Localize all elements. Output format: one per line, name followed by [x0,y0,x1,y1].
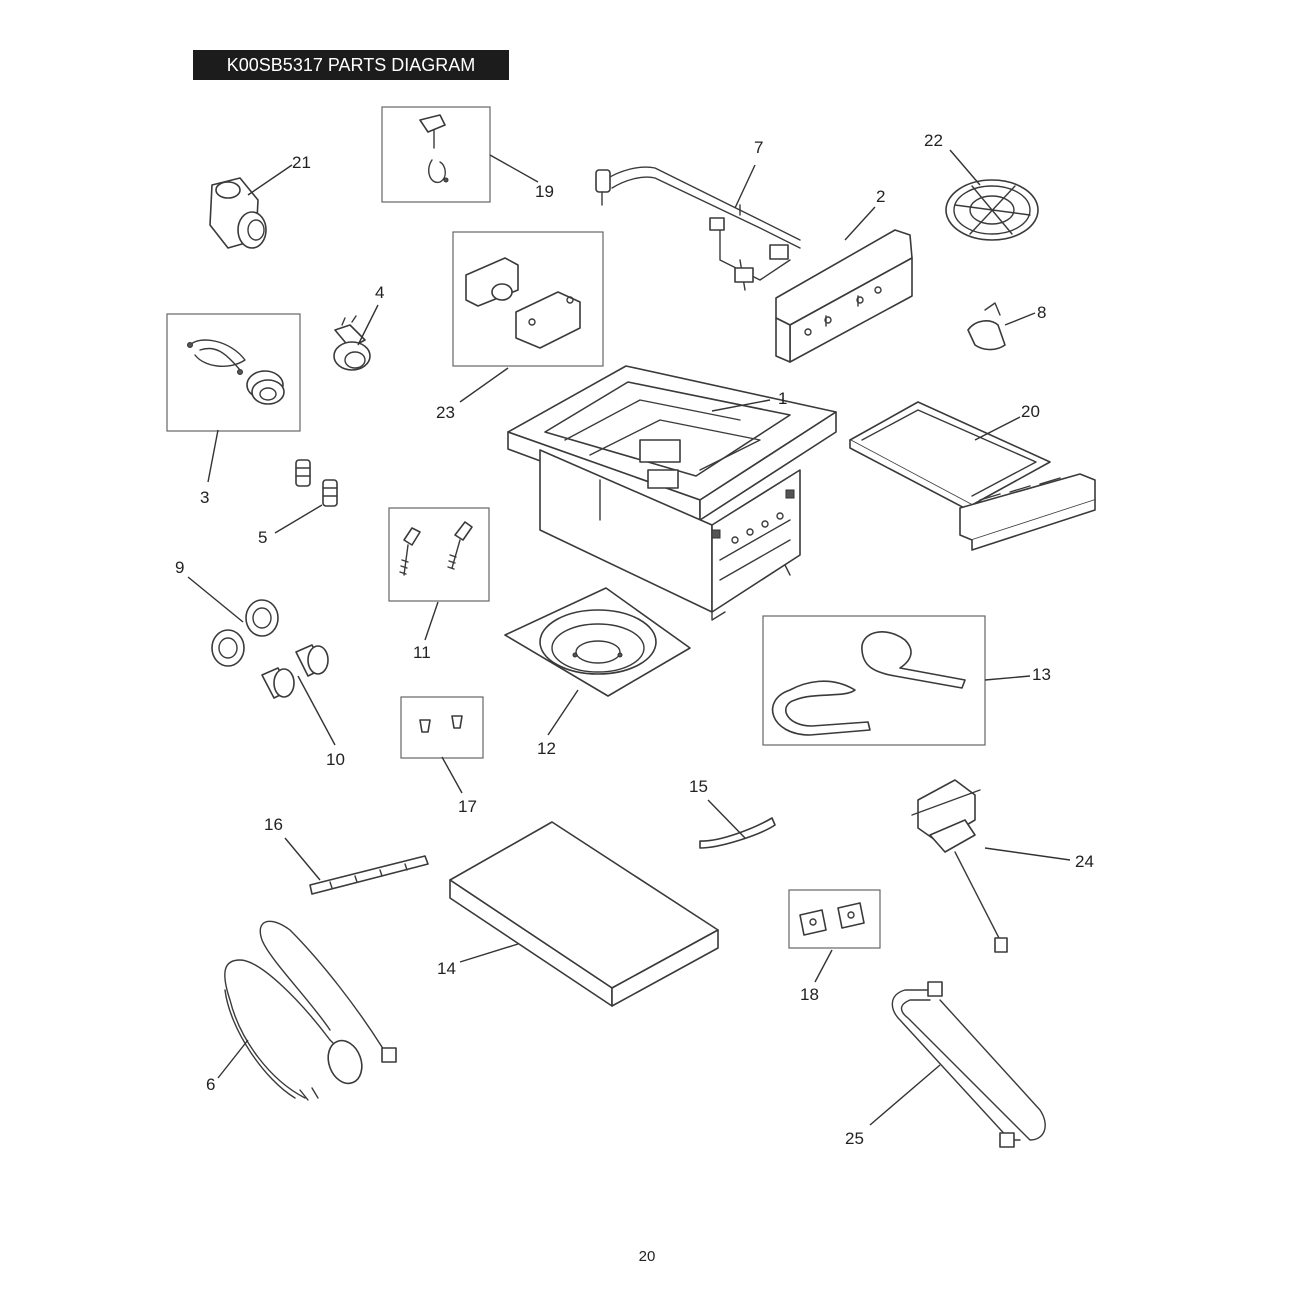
part-13-burners [771,631,966,736]
diagram-title: K00SB5317 PARTS DIAGRAM [193,50,509,80]
part-2-control-panel [775,229,913,363]
callout-11: 11 [413,643,431,662]
callout-15: 15 [689,777,708,796]
part-22-grate [945,179,1039,241]
part-17-feet [419,715,463,733]
part-23-modules [465,257,581,349]
box-part-11 [388,507,490,602]
callout-5: 5 [258,528,267,547]
callout-13: 13 [1032,665,1051,684]
part-12-burner-plate [504,587,691,697]
part-5-connectors [295,459,338,507]
callout-4: 4 [375,283,384,302]
part-18-plates [799,902,865,936]
callout-6: 6 [206,1075,215,1094]
callout-8: 8 [1037,303,1046,322]
part-7-gas-manifold [595,166,801,291]
box-part-19 [381,106,491,203]
callout-14: 14 [437,959,456,978]
box-part-3 [166,313,301,432]
box-part-18 [788,889,881,949]
callout-22: 22 [924,131,943,150]
part-6-probe-harness [224,920,397,1101]
part-16-hinge [309,855,429,895]
callout-1: 1 [778,389,787,408]
part-4-push-button [333,315,371,371]
callout-17: 17 [458,797,477,816]
callout-10: 10 [326,750,345,769]
callout-25: 25 [845,1129,864,1148]
callout-9: 9 [175,558,184,577]
box-part-23 [452,231,604,367]
callout-23: 23 [436,403,455,422]
callout-16: 16 [264,815,283,834]
callout-20: 20 [1021,402,1040,421]
callout-18: 18 [800,985,819,1004]
part-15-rod [699,817,776,849]
callout-12: 12 [537,739,556,758]
part-3-switch-assembly [187,339,285,405]
part-9-knob-bezels [211,599,279,667]
callout-24: 24 [1075,852,1094,871]
part-10-knobs [261,644,329,699]
part-8-clip [967,302,1006,351]
callout-21: 21 [292,153,311,172]
part-24-transformer [911,779,1008,953]
part-21-valve [209,177,267,249]
callout-3: 3 [200,488,209,507]
part-11-electrodes [399,521,473,576]
part-14-cover [449,821,719,1007]
callout-2: 2 [876,187,885,206]
callout-19: 19 [535,182,554,201]
box-part-13 [762,615,986,746]
part-20-drip-tray [849,401,1096,551]
page-number: 20 [638,1248,656,1265]
part-19-key-cable [419,114,449,184]
part-1-housing [507,365,837,621]
callout-7: 7 [754,138,763,157]
box-part-17 [400,696,484,759]
part-25-heating-element [891,981,1046,1148]
